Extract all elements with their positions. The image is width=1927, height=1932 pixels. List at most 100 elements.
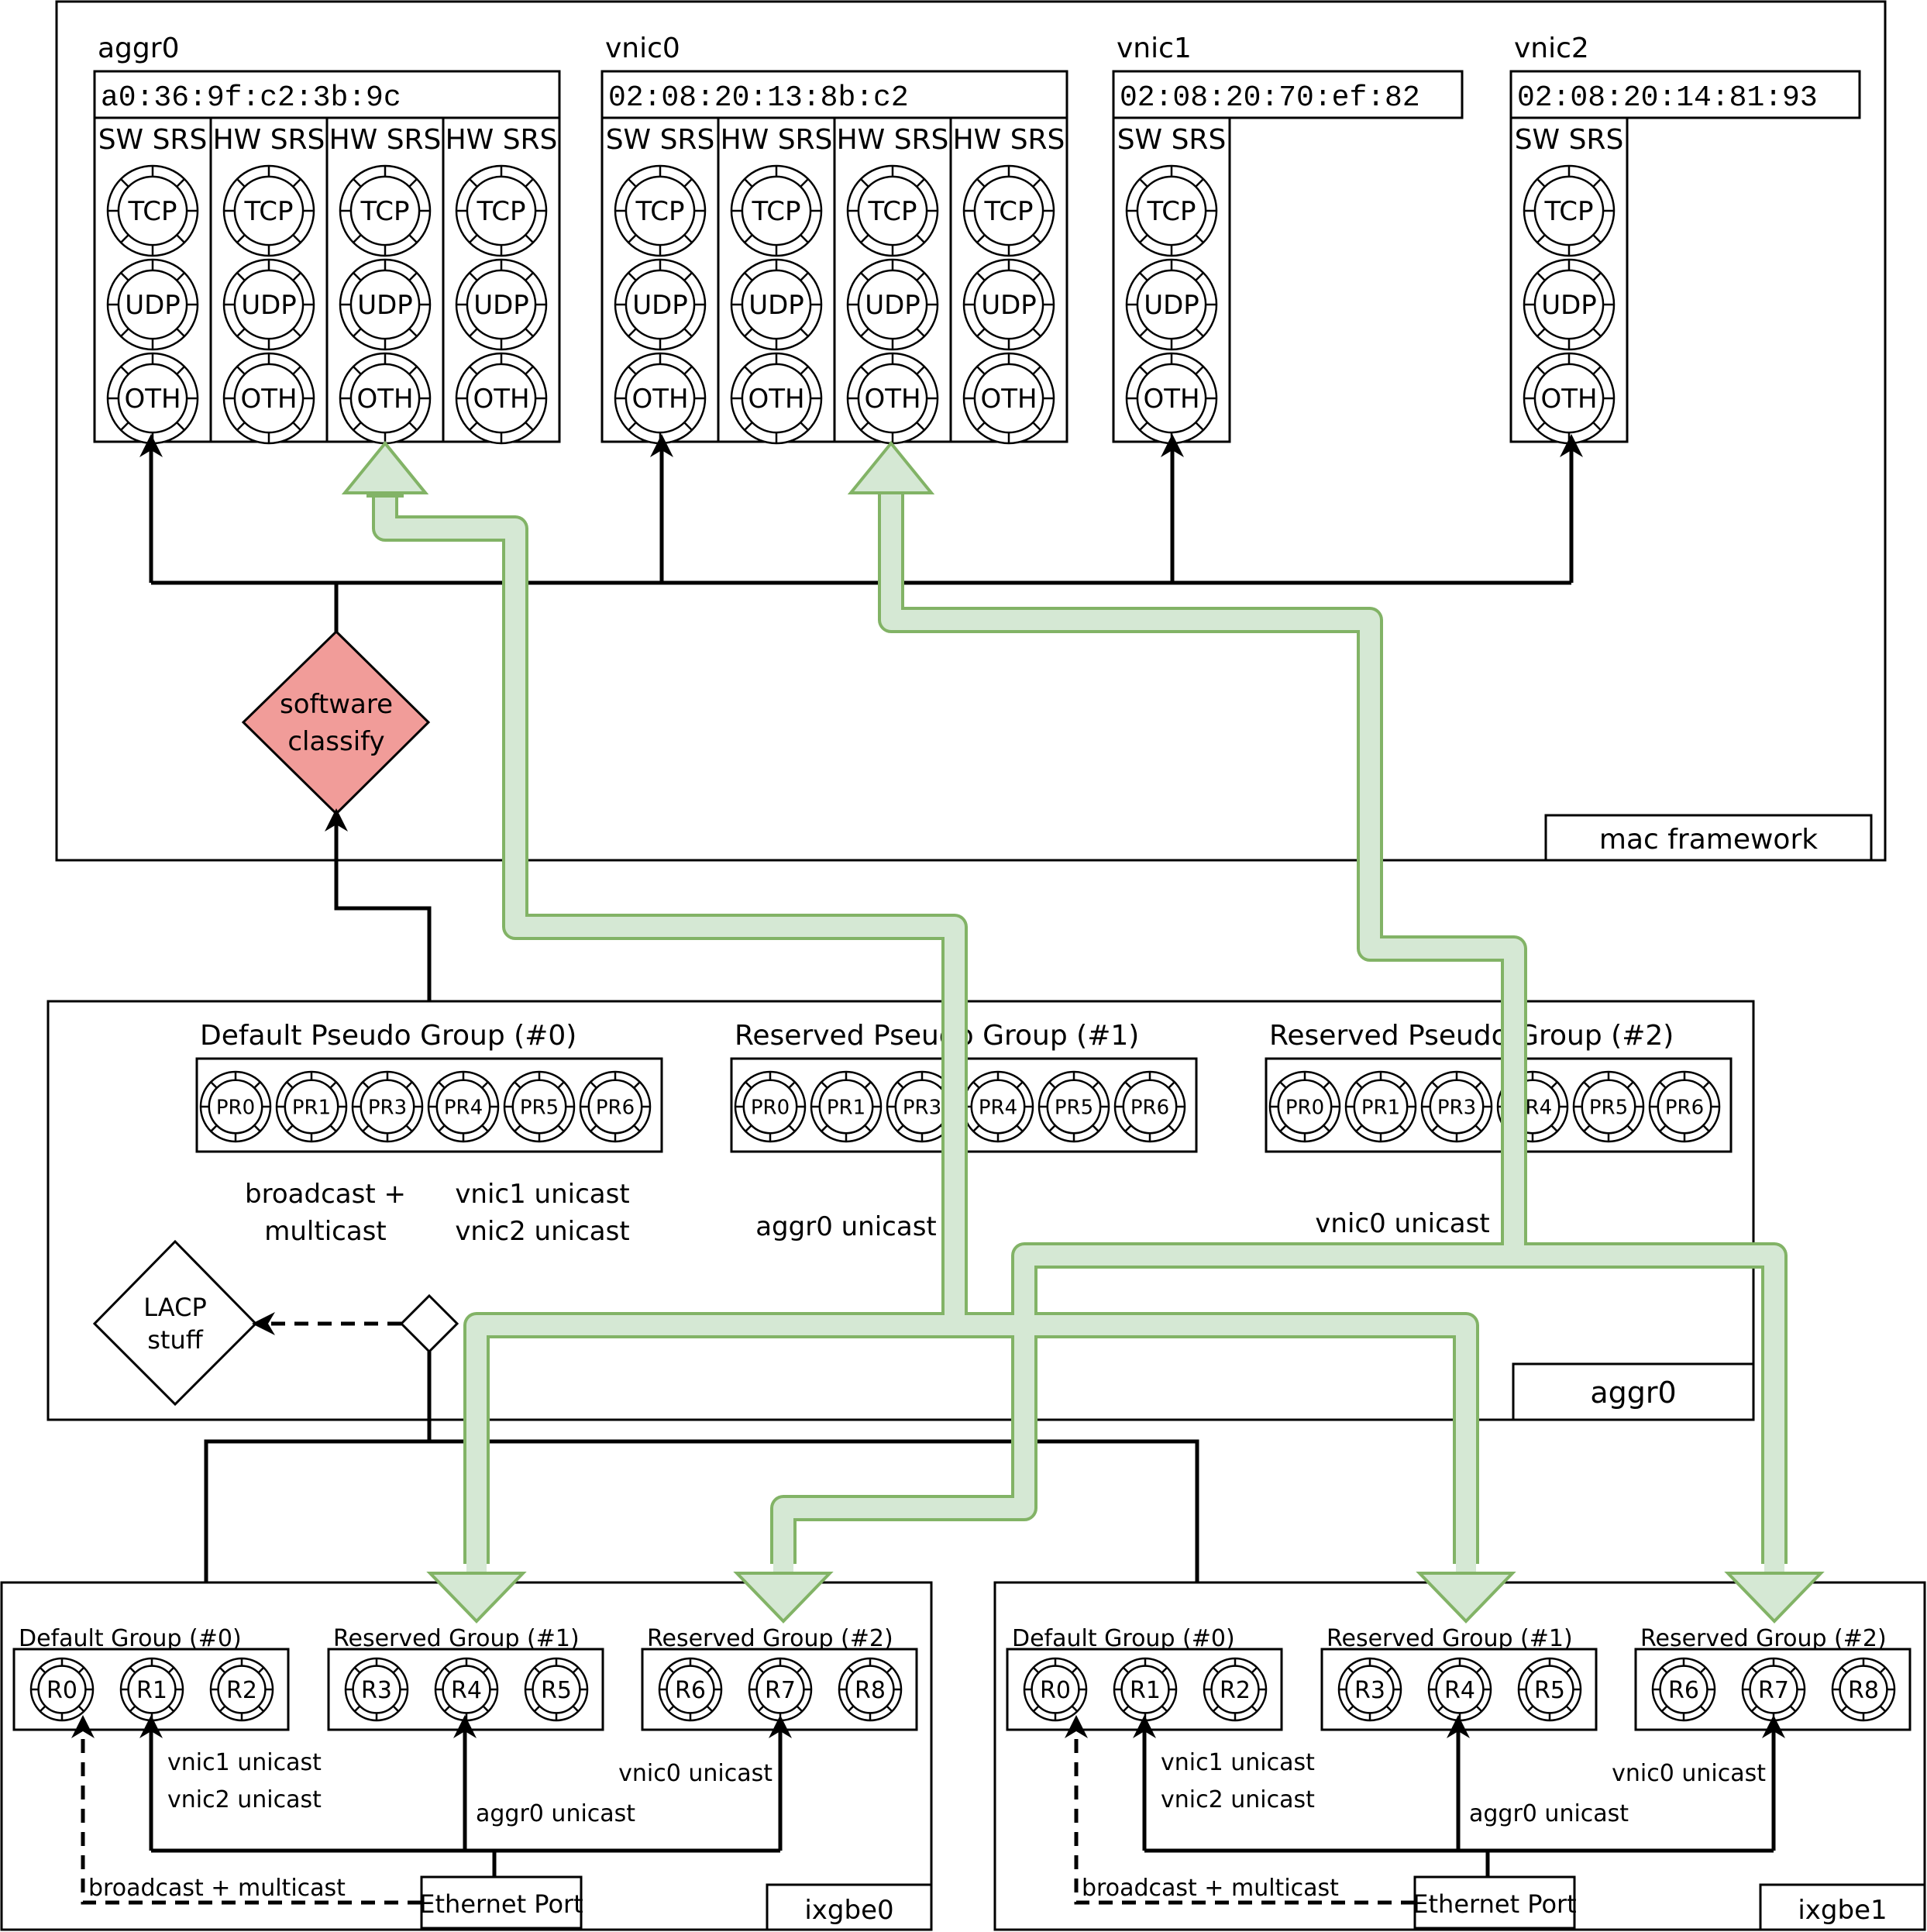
nic-aggr0-label: aggr0 unicast [476,1800,635,1827]
srs-label: HW SRS [329,124,442,156]
srs-ring-udp: UDP [222,258,315,351]
nic-group-title: Default Group (#0) [1012,1625,1235,1652]
pseudo-ring-pr6-label: PR6 [596,1096,635,1119]
nic-ring-r2: R2 [209,1657,274,1722]
pseudo-ring-pr5: PR5 [1037,1070,1110,1143]
pseudo-ring-pr3-label: PR3 [1437,1096,1476,1119]
pseudo-group-title: Reserved Pseudo Group (#1) [735,1020,1139,1052]
srs-ring-udp: UDP [730,258,823,351]
vnic0-unicast-label: vnic0 unicast [1315,1208,1489,1239]
srs-ring-udp-label: UDP [865,290,920,321]
pseudo-ring-pr5: PR5 [503,1070,576,1143]
nic-ring-r5-label: R5 [541,1677,572,1704]
srs-ring-tcp-label: TCP [1543,196,1593,227]
srs-ring-tcp-label: TCP [635,196,684,227]
ethernet-port-box[interactable] [1413,1875,1576,1930]
srs-ring-udp-label: UDP [632,290,688,321]
lacp-label-1: LACP [143,1293,207,1322]
nic-vnic0-label: vnic0 unicast [618,1760,773,1787]
srs-ring-oth-label: OTH [1540,384,1597,415]
nic-bcast-label: broadcast + multicast [88,1875,346,1902]
pseudo-ring-pr4-label: PR4 [979,1096,1017,1119]
srs-ring-oth: OTH [455,352,548,445]
nic-aggr0-label: aggr0 unicast [1469,1800,1629,1827]
srs-ring-udp: UDP [614,258,707,351]
srs-ring-udp-label: UDP [981,290,1037,321]
classify-label-1: software [280,689,393,720]
srs-ring-udp-label: UDP [1541,290,1597,321]
srs-ring-tcp: TCP [1125,164,1218,257]
nic-default-links [204,1352,1199,1651]
srs-ring-oth-label: OTH [980,384,1037,415]
srs-ring-oth-label: OTH [748,384,804,415]
srs-ring-udp-label: UDP [473,290,529,321]
nic-ring-r2-label: R2 [1220,1677,1251,1704]
mac-address-box [1509,70,1861,119]
srs-ring-udp: UDP [846,258,939,351]
mac-address: 02:08:20:70:ef:82 [1120,81,1420,115]
srs-ring-tcp: TCP [614,164,707,257]
pseudo-ring-pr4: PR4 [962,1070,1034,1143]
pipe-fill-aggr0-ixgbe1 [955,1315,1476,1573]
srs-ring-tcp-label: TCP [476,196,525,227]
pseudo-ring-pr6: PR6 [1648,1070,1721,1143]
nic-group-title: Reserved Group (#1) [1327,1625,1573,1652]
pipe-head-vnic0-tip [847,440,935,494]
bcast-dashed-arrow [71,1715,422,1905]
nic-ring-r8: R8 [1831,1657,1896,1722]
pipe-head-ixgbe1-rg2 [1724,1572,1825,1624]
ethernet-port-label: Ethernet Port [1413,1889,1576,1919]
srs-ring-udp-label: UDP [748,290,804,321]
srs-ring-oth-label: OTH [864,384,920,415]
nic-label: ixgbe0 [804,1895,893,1926]
srs-label: SW SRS [98,124,208,156]
pseudo-ring-pr3: PR3 [886,1070,958,1143]
srs-ring-tcp: TCP [846,164,939,257]
nic-label-box [1759,1883,1926,1931]
srs-ring-tcp: TCP [730,164,823,257]
mac-address: 02:08:20:14:81:93 [1517,81,1818,115]
pseudo-ring-pr6: PR6 [579,1070,652,1143]
srs-ring-oth: OTH [1125,352,1218,445]
hw-flow-pipes [341,440,1825,1624]
pseudo-ring-pr1: PR1 [810,1070,883,1143]
lacp-label-2: stuff [147,1325,204,1355]
srs-ring-oth: OTH [1523,352,1616,445]
srs-ring-oth-label: OTH [124,384,181,415]
nic-group-title: Reserved Group (#2) [1640,1625,1887,1652]
srs-ring-oth-label: OTH [1143,384,1199,415]
client-name: aggr0 [98,33,179,64]
srs-ring-udp-label: UDP [241,290,297,321]
pseudo-ring-pr5-label: PR5 [1055,1096,1093,1119]
srs-ring-udp-label: UDP [1144,290,1199,321]
nic-label: ixgbe1 [1798,1895,1887,1926]
srs-ring-oth-label: OTH [473,384,529,415]
nic-ring-r0: R0 [1023,1657,1088,1722]
srs-ring-udp: UDP [1125,258,1218,351]
nic-vnic1-label: vnic1 unicast [167,1749,322,1776]
nic-bcast-label: broadcast + multicast [1082,1875,1339,1902]
srs-ring-oth: OTH [339,352,432,445]
nic-vnic0-label: vnic0 unicast [1612,1760,1766,1787]
pseudo-ring-pr3-label: PR3 [368,1096,407,1119]
srs-ring-oth: OTH [222,352,315,445]
pseudo-ring-pr5-label: PR5 [520,1096,559,1119]
nic-ring-r6-label: R6 [1668,1677,1699,1704]
vnic2-unicast-label: vnic2 unicast [455,1216,629,1247]
srs-ring-udp-label: UDP [357,290,413,321]
nic-ring-r3-label: R3 [361,1677,392,1704]
pseudo-ring-pr4-label: PR4 [444,1096,483,1119]
nic-vnic2-label: vnic2 unicast [1161,1786,1315,1813]
srs-label: HW SRS [213,124,325,156]
srs-ring-tcp: TCP [106,164,199,257]
pseudo-group-title: Reserved Pseudo Group (#2) [1269,1020,1674,1052]
nic-ring-r1-label: R1 [136,1677,167,1704]
srs-ring-oth-label: OTH [356,384,413,415]
nic-group-title: Default Group (#0) [19,1625,242,1652]
bcast-dashed-arrow [1065,1715,1415,1905]
nic-ring-r6: R6 [658,1657,723,1722]
